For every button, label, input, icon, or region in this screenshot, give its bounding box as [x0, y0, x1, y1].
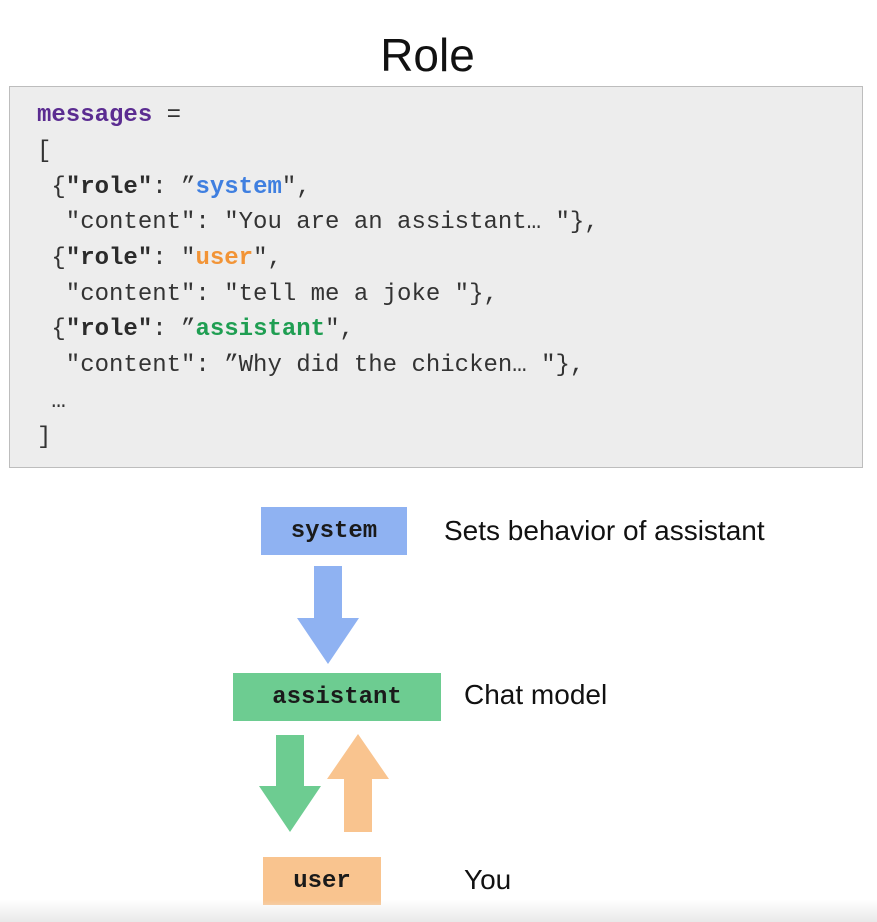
arrow-up-icon: [327, 734, 389, 832]
role-key: "role": [65, 245, 153, 272]
role-value-system: system: [195, 174, 282, 201]
slide-title: Role: [380, 29, 475, 81]
assistant-description: Chat model: [464, 679, 608, 710]
messages-keyword: messages: [37, 102, 153, 129]
code-line-assistant-content: "content": ”Why did the chicken… "},: [37, 352, 585, 379]
arrow-down-icon: [297, 566, 359, 664]
user-description: You: [464, 864, 512, 895]
separator: : ”: [152, 316, 196, 343]
bottom-shadow: [0, 900, 877, 922]
separator: : ”: [152, 174, 196, 201]
system-role-box: system: [261, 507, 407, 555]
code-line-open-bracket: [: [37, 138, 52, 165]
separator: : ": [152, 245, 196, 272]
separator-end: ",: [281, 174, 311, 201]
assistant-role-box: assistant: [233, 673, 441, 721]
separator-end: ",: [325, 316, 354, 343]
code-line-system-role: {"role": ”system",: [37, 173, 311, 203]
code-line-user-content: "content": "tell me a joke "},: [37, 281, 498, 308]
brace: {: [37, 245, 66, 272]
code-line-user-role: {"role": "user",: [37, 244, 282, 274]
separator-end: ",: [253, 245, 282, 272]
role-key: "role": [65, 316, 153, 343]
user-role-box: user: [263, 857, 381, 905]
code-line-messages: messages =: [37, 101, 181, 131]
role-key: "role": [65, 174, 153, 201]
code-line-ellipsis: …: [37, 388, 66, 415]
code-line-close-bracket: ]: [37, 424, 52, 451]
system-description: Sets behavior of assistant: [444, 515, 765, 546]
code-line-assistant-role: {"role": ”assistant",: [37, 315, 354, 345]
equals-sign: =: [152, 102, 182, 129]
role-value-user: user: [195, 245, 254, 272]
brace: {: [37, 174, 66, 201]
code-block: messages = [ {"role": ”system", "content…: [9, 86, 863, 468]
code-line-system-content: "content": "You are an assistant… "},: [37, 209, 599, 236]
arrow-down-icon: [259, 735, 321, 832]
role-value-assistant: assistant: [195, 316, 326, 343]
brace: {: [37, 316, 66, 343]
